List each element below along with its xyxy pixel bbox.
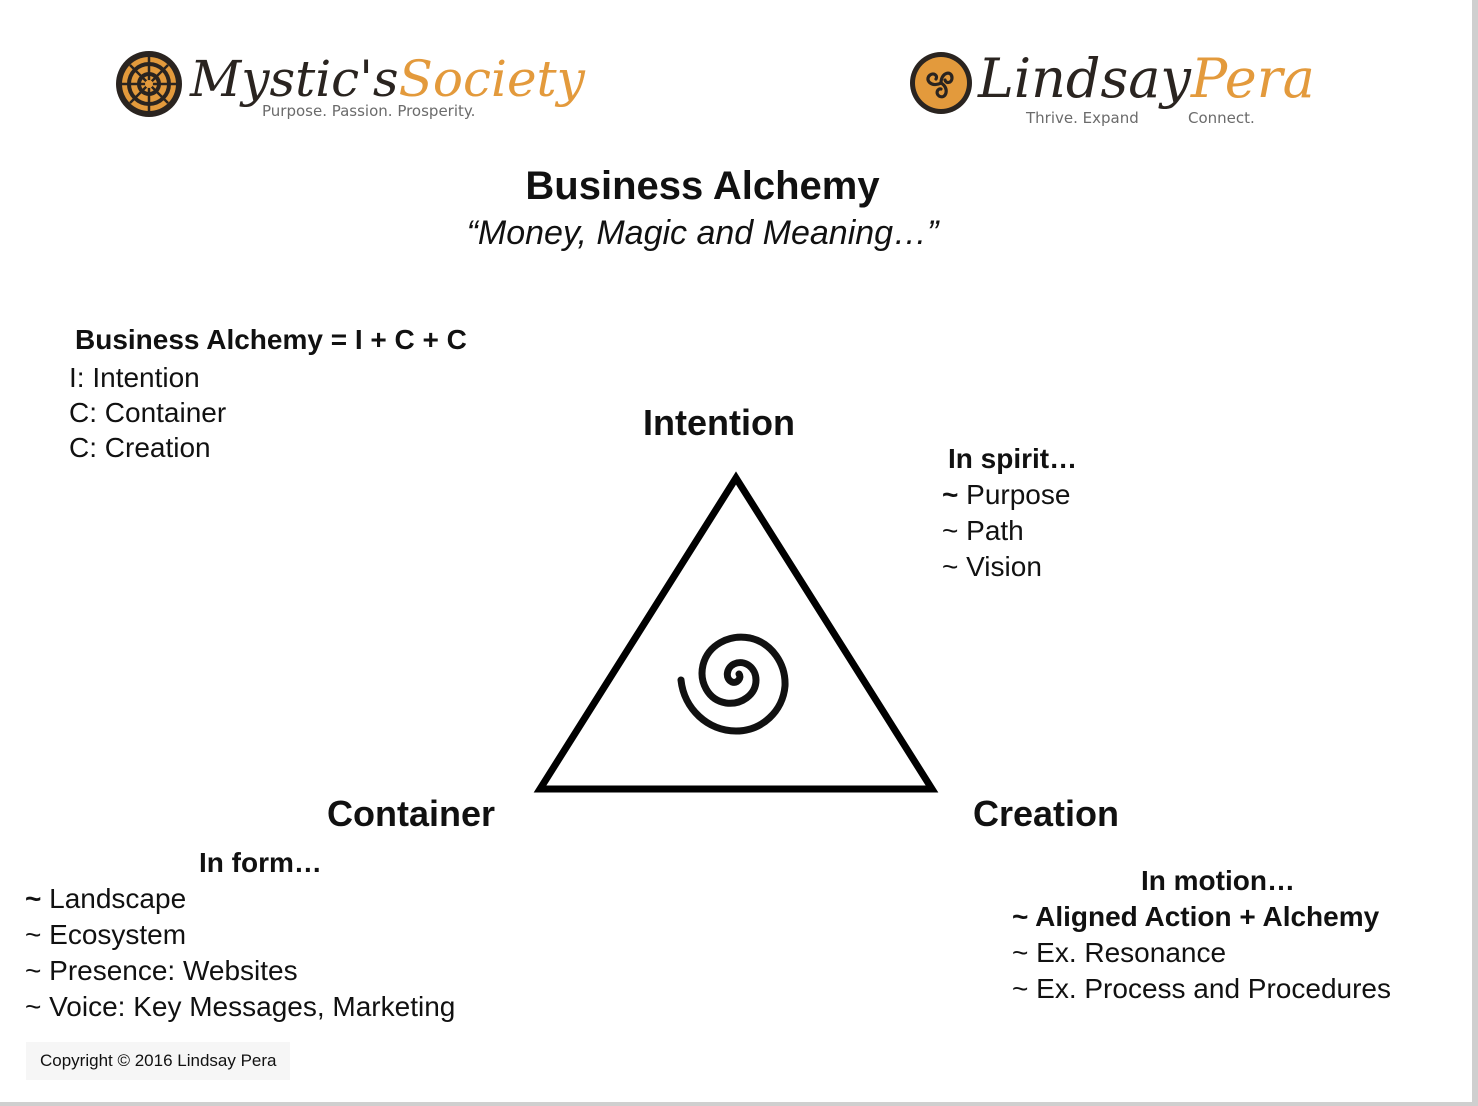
motion-item-text: Ex. Process and Procedures	[1036, 973, 1391, 1004]
spiral-icon	[677, 633, 789, 735]
formula-line: I: Intention	[69, 362, 200, 393]
form-heading: In form…	[199, 847, 322, 878]
creation-label: Creation	[973, 793, 1120, 834]
form-item-text: Presence: Websites	[49, 955, 298, 986]
form-item: ~ Presence: Websites	[25, 955, 298, 987]
form-item-text: Landscape	[49, 883, 187, 914]
page-title: Business Alchemy	[525, 164, 880, 208]
logo-right-name-part1: Lindsay	[978, 47, 1191, 110]
formula-line: C: Container	[69, 397, 227, 428]
tilde-marker: ~	[25, 991, 42, 1022]
tilde-marker: ~	[942, 551, 959, 582]
form-item-text: Voice: Key Messages, Marketing	[49, 991, 456, 1022]
spirit-item: ~ Path	[942, 515, 1024, 547]
alchemy-triangle	[533, 471, 939, 793]
tilde-marker: ~	[1012, 901, 1029, 932]
tilde-marker: ~	[25, 883, 42, 914]
triskele-icon	[910, 52, 972, 114]
page-subtitle: “Money, Magic and Meaning…”	[466, 214, 939, 252]
form-item: ~ Ecosystem	[25, 919, 186, 951]
copyright-notice: Copyright © 2016 Lindsay Pera	[26, 1042, 290, 1080]
spirit-item: ~ Vision	[942, 551, 1042, 583]
motion-item: ~ Ex. Resonance	[1012, 937, 1226, 969]
triangle-shape	[533, 471, 939, 793]
mystics-society-logo: Mystic'sSociety Purpose. Passion. Prospe…	[112, 48, 585, 132]
logo-right-name-part2: Pera	[1190, 47, 1315, 110]
logo-right-tagline-part1: Thrive. Expand	[1026, 109, 1139, 127]
lindsay-pera-logo: LindsayPera Thrive. Expand Connect.	[906, 48, 1316, 136]
spirit-item-text: Purpose	[966, 479, 1071, 510]
spirit-heading: In spirit…	[948, 443, 1078, 474]
motion-item-text: Ex. Resonance	[1036, 937, 1227, 968]
tilde-marker: ~	[25, 919, 42, 950]
formula-line: C: Creation	[69, 432, 211, 463]
tilde-marker: ~	[25, 955, 42, 986]
logo-right-tagline-part2: Connect.	[1188, 109, 1255, 127]
logo-left-name-part2: Society	[398, 50, 585, 108]
form-item: ~ Voice: Key Messages, Marketing	[25, 991, 455, 1023]
spirit-item: ~ Purpose	[942, 479, 1070, 511]
tilde-marker: ~	[942, 515, 959, 546]
motion-item: ~ Aligned Action + Alchemy	[1012, 901, 1379, 933]
motion-heading: In motion…	[1141, 865, 1295, 896]
motion-item: ~ Ex. Process and Procedures	[1012, 973, 1391, 1005]
celtic-knot-icon	[116, 51, 182, 117]
tilde-marker: ~	[942, 479, 959, 510]
logo-left-name-part1: Mystic's	[190, 50, 399, 108]
motion-item-text: Aligned Action + Alchemy	[1035, 901, 1380, 932]
formula-heading: Business Alchemy = I + C + C	[75, 324, 467, 355]
container-label: Container	[327, 793, 496, 834]
spirit-item-text: Vision	[966, 551, 1042, 582]
intention-label: Intention	[643, 402, 795, 443]
tilde-marker: ~	[1012, 973, 1029, 1004]
form-item: ~ Landscape	[25, 883, 186, 915]
spirit-item-text: Path	[966, 515, 1024, 546]
tilde-marker: ~	[1012, 937, 1029, 968]
form-item-text: Ecosystem	[49, 919, 187, 950]
logo-left-tagline: Purpose. Passion. Prosperity.	[262, 102, 476, 120]
